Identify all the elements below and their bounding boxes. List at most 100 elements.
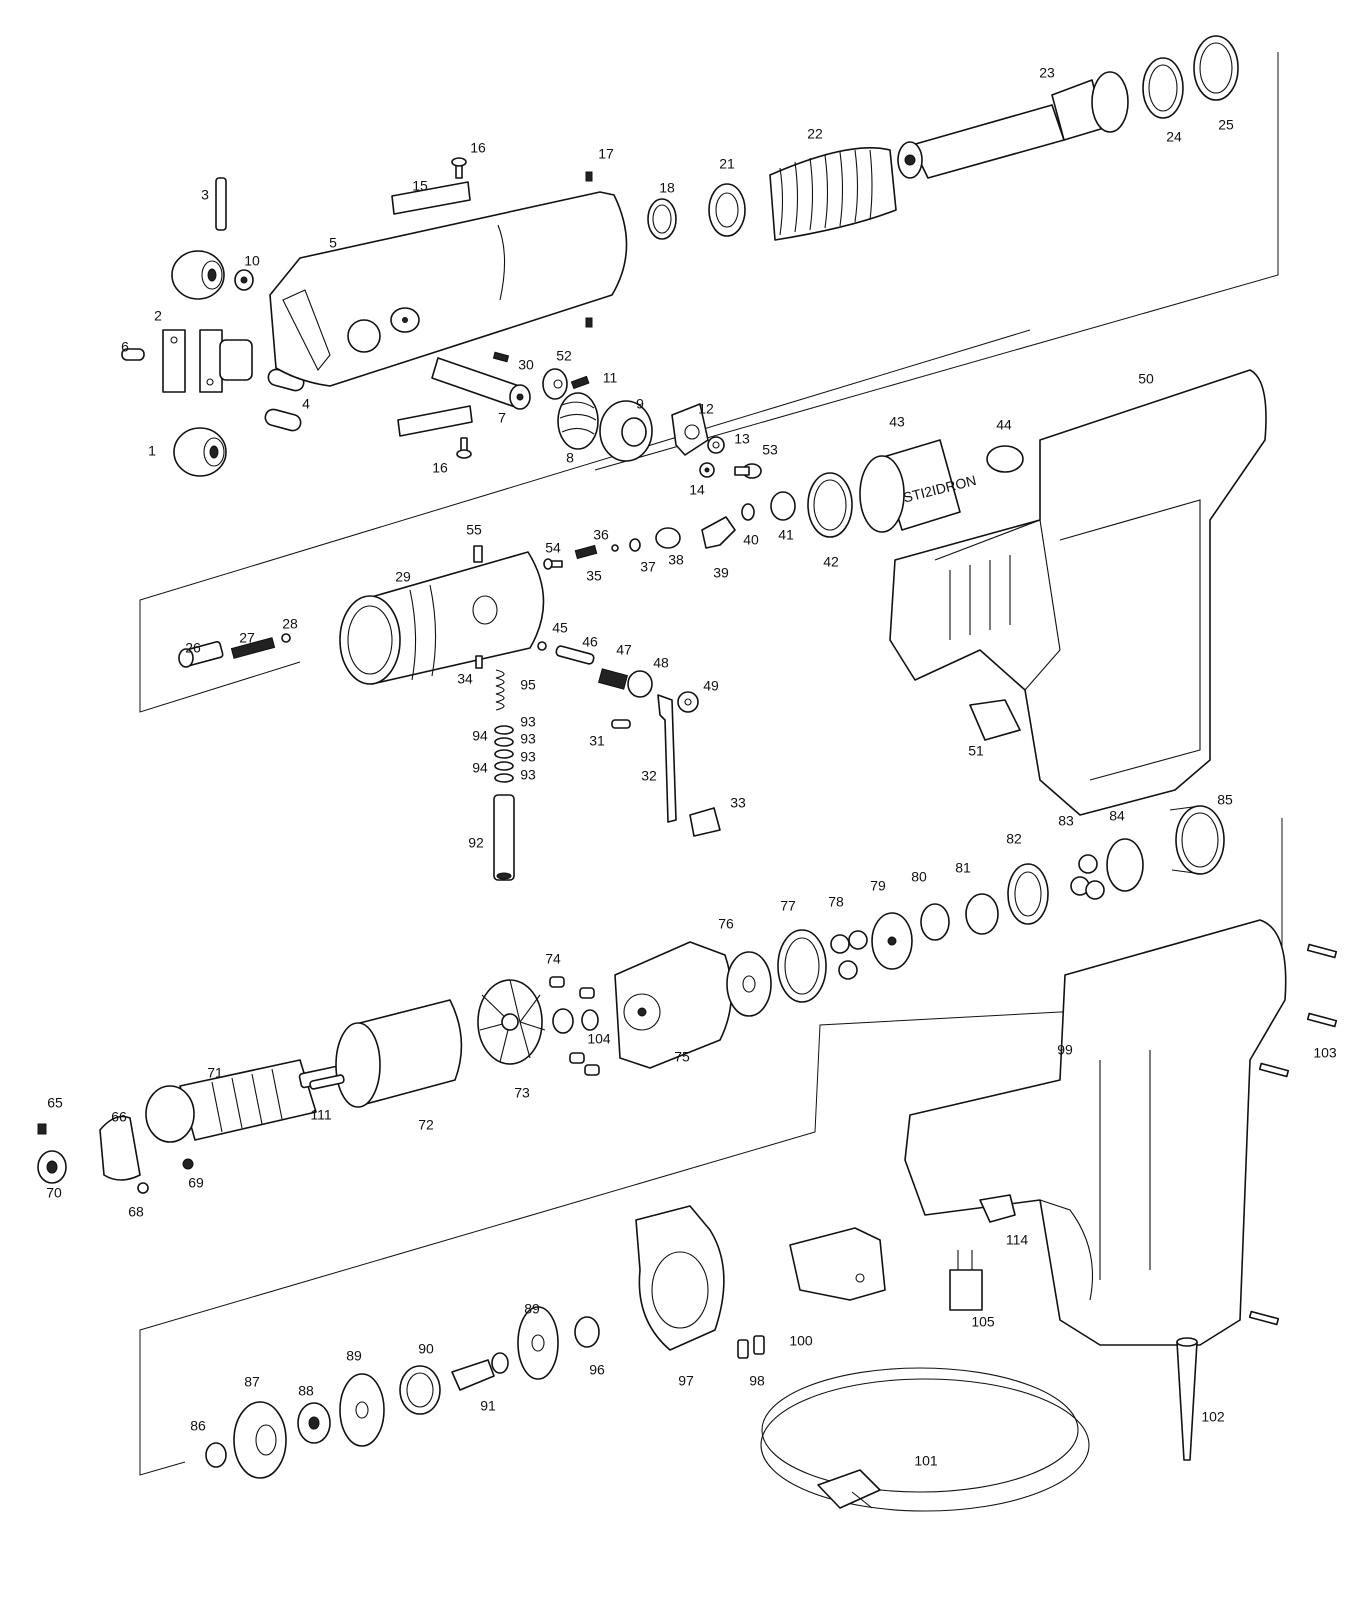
part-92-95-valve-stack xyxy=(493,669,515,881)
callout-96: 96 xyxy=(589,1362,605,1378)
part-84-carrier xyxy=(1106,838,1144,892)
part-97-cage xyxy=(635,1205,725,1351)
callout-7: 7 xyxy=(498,410,506,426)
callout-97: 97 xyxy=(678,1373,694,1389)
part-76-washer xyxy=(726,951,772,1017)
part-3-pin xyxy=(215,177,227,231)
callout-5: 5 xyxy=(329,235,337,251)
part-37-washer xyxy=(629,538,641,552)
callout-44: 44 xyxy=(996,417,1012,433)
callout-88: 88 xyxy=(298,1383,314,1399)
callout-47: 47 xyxy=(616,642,632,658)
part-4-pins xyxy=(264,368,305,432)
part-77-ring-gear xyxy=(777,929,827,1003)
callout-114: 114 xyxy=(1006,1232,1029,1248)
callout-3: 3 xyxy=(201,187,209,203)
part-78-planet-gears xyxy=(830,930,868,980)
callout-15: 15 xyxy=(412,178,428,194)
part-49-washer xyxy=(677,691,699,713)
callout-70: 70 xyxy=(46,1185,62,1201)
part-48-gear xyxy=(627,670,653,698)
callout-73: 73 xyxy=(514,1085,530,1101)
part-26-screw xyxy=(178,640,224,668)
part-2-bracket xyxy=(162,329,253,393)
part-30-pin xyxy=(492,351,510,363)
callout-86: 86 xyxy=(190,1418,206,1434)
part-28-ball xyxy=(281,633,291,643)
callout-93d: 93 xyxy=(520,767,536,783)
callout-29: 29 xyxy=(395,569,411,585)
callout-93c: 93 xyxy=(520,749,536,765)
part-111-shaft xyxy=(309,1074,345,1090)
callout-102: 102 xyxy=(1201,1409,1225,1425)
callout-4: 4 xyxy=(302,396,310,412)
callout-103: 103 xyxy=(1313,1045,1337,1061)
part-43-collar: STI2IDRON xyxy=(859,439,978,533)
callout-101: 101 xyxy=(914,1453,938,1469)
part-41-bushing xyxy=(770,491,796,521)
part-80-gear xyxy=(920,903,950,941)
callout-22: 22 xyxy=(807,126,823,142)
callout-34: 34 xyxy=(457,671,473,687)
callout-71: 71 xyxy=(207,1065,223,1081)
callout-69: 69 xyxy=(188,1175,204,1191)
callout-42: 42 xyxy=(823,554,839,570)
part-100-switch xyxy=(789,1227,886,1301)
part-55-pin xyxy=(473,545,483,563)
part-39-plate xyxy=(701,516,736,549)
callout-17: 17 xyxy=(598,146,614,162)
callout-1: 1 xyxy=(148,443,156,459)
callout-53: 53 xyxy=(762,442,778,458)
part-35-spring xyxy=(574,544,598,560)
callout-91: 91 xyxy=(480,1398,496,1414)
callout-99: 99 xyxy=(1057,1042,1073,1058)
part-8-spring xyxy=(557,392,599,450)
callout-54: 54 xyxy=(545,540,561,556)
callout-43: 43 xyxy=(889,414,905,430)
part-70-bearing xyxy=(37,1150,67,1184)
callout-89a: 89 xyxy=(346,1348,362,1364)
part-66-brush-holder xyxy=(99,1115,141,1181)
callout-94b: 94 xyxy=(472,760,488,776)
callout-79: 79 xyxy=(870,878,886,894)
callout-93b: 93 xyxy=(520,731,536,747)
part-47-spring xyxy=(598,668,628,690)
callout-100: 100 xyxy=(789,1333,813,1349)
part-1b-roller xyxy=(171,250,225,300)
part-15b-plate xyxy=(397,405,473,437)
part-101-power-cord xyxy=(760,1367,1090,1512)
callout-81: 81 xyxy=(955,860,971,876)
callout-18: 18 xyxy=(659,180,675,196)
part-85-ring-gear xyxy=(1169,805,1225,875)
callout-37: 37 xyxy=(640,559,656,575)
callout-12: 12 xyxy=(698,401,714,417)
part-5-housing xyxy=(269,191,628,387)
part-98-screws xyxy=(737,1335,765,1359)
part-102-strain-relief xyxy=(1176,1337,1198,1461)
part-87-bearing-holder xyxy=(233,1401,287,1479)
callout-74: 74 xyxy=(545,951,561,967)
part-83-planet-gears xyxy=(1070,854,1105,900)
part-17-setscrew xyxy=(585,171,593,328)
callout-93a: 93 xyxy=(520,714,536,730)
callout-45: 45 xyxy=(552,620,568,636)
callout-51: 51 xyxy=(968,743,984,759)
callout-95: 95 xyxy=(520,677,536,693)
part-114-trigger xyxy=(979,1194,1016,1223)
callout-25: 25 xyxy=(1218,117,1234,133)
callout-41: 41 xyxy=(778,527,794,543)
part-45-ring xyxy=(537,641,547,651)
part-96-bearing xyxy=(574,1316,600,1348)
part-38-nut xyxy=(655,527,681,549)
callout-10: 10 xyxy=(244,253,260,269)
part-1-roller xyxy=(173,427,227,477)
callout-76: 76 xyxy=(718,916,734,932)
callout-9: 9 xyxy=(636,396,644,412)
callout-87: 87 xyxy=(244,1374,260,1390)
callout-35: 35 xyxy=(586,568,602,584)
part-65-brush xyxy=(37,1123,47,1135)
part-10-screw xyxy=(234,269,254,291)
callout-92: 92 xyxy=(468,835,484,851)
part-103-screws xyxy=(1248,943,1338,1326)
callout-66: 66 xyxy=(111,1109,127,1125)
